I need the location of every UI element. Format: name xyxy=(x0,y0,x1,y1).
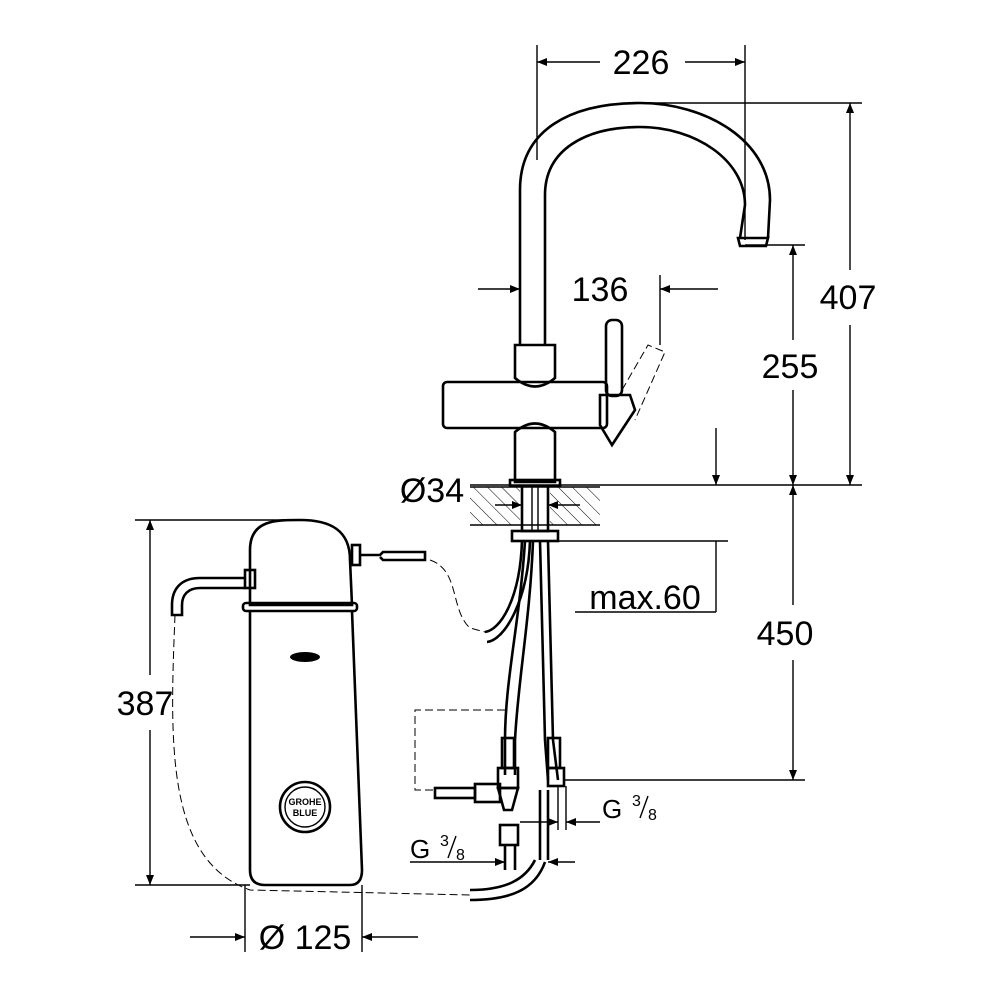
thread-g: G xyxy=(410,834,430,864)
dim-hose-length: 450 xyxy=(757,615,814,653)
badge-line1: GROHE xyxy=(288,797,321,807)
dim-filter-diameter: Ø 125 xyxy=(259,919,352,957)
faucet-body xyxy=(441,318,666,488)
dim-total-height: 407 xyxy=(820,279,877,317)
dim-deck-thickness: max.60 xyxy=(589,579,701,617)
faucet-spout xyxy=(518,101,772,345)
deck-mount xyxy=(470,484,600,543)
grohe-badge-icon xyxy=(290,652,320,662)
badge-line2: BLUE xyxy=(293,808,318,818)
dim-spout-height: 255 xyxy=(762,348,819,386)
grohe-blue-badge-icon xyxy=(278,780,332,834)
thread-label-right: G 3 8 xyxy=(602,793,657,824)
thread-g: G xyxy=(602,794,622,824)
dimension-lines xyxy=(135,45,862,952)
filter-unit: GROHE BLUE xyxy=(170,518,427,887)
dim-lever-offset: 136 xyxy=(572,271,629,309)
dim-hole-diameter: Ø34 xyxy=(400,472,464,510)
thread-label-left: G 3 8 xyxy=(410,833,465,864)
thread-num: 3 xyxy=(440,833,449,850)
hoses xyxy=(172,540,566,902)
thread-num: 3 xyxy=(632,793,641,810)
dim-spout-reach: 226 xyxy=(613,44,670,82)
thread-den: 8 xyxy=(648,807,657,824)
dim-filter-height: 387 xyxy=(117,685,174,723)
thread-den: 8 xyxy=(456,847,465,864)
